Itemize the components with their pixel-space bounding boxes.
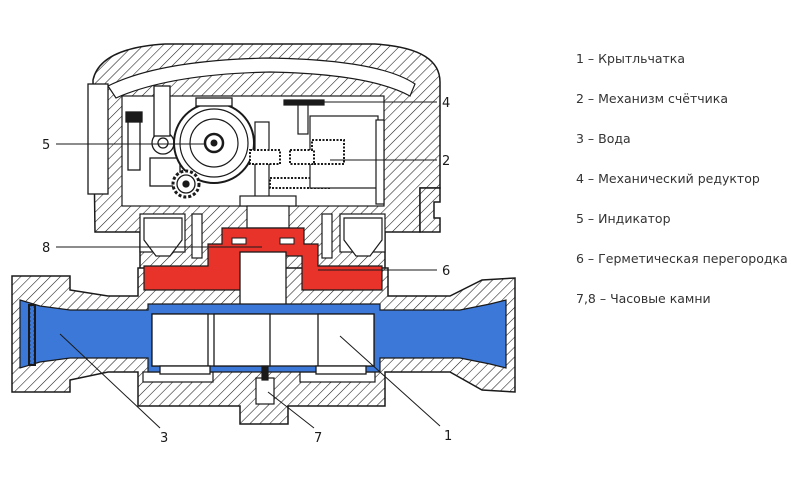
reducer-bottom-bar — [239, 195, 297, 207]
small-gear — [171, 169, 201, 199]
dial-stem — [127, 119, 141, 171]
reducer-gear-a — [249, 149, 281, 165]
small-gear-axle — [182, 180, 190, 188]
bottom-jewel-body — [255, 377, 275, 405]
counter-right-post — [375, 119, 385, 205]
impeller — [151, 313, 375, 375]
right-rod — [321, 213, 333, 259]
impeller-blade-c — [317, 313, 375, 367]
central-spindle — [239, 251, 287, 313]
reducer-stem — [297, 103, 309, 135]
impeller-bottom-b — [315, 365, 367, 375]
legend-item-4: 4 – Механический редуктор — [576, 171, 760, 186]
callout-7: 7 — [314, 431, 322, 446]
callout-8: 8 — [42, 241, 50, 256]
side-lug — [419, 187, 441, 233]
bottom-jewel-tip — [261, 365, 269, 381]
callout-5: 5 — [42, 138, 50, 153]
counter-wheel-b — [289, 149, 315, 165]
legend-item-7: 7,8 – Часовые камни — [576, 291, 711, 306]
impeller-blade-a — [151, 313, 209, 367]
sealed-partition — [143, 227, 383, 291]
left-rod — [191, 213, 203, 259]
bottom-jewel — [255, 365, 275, 405]
callout-2: 2 — [442, 154, 450, 169]
impeller-blade-b — [213, 313, 271, 367]
magnet-carrier — [246, 205, 290, 229]
leader-1 — [339, 335, 441, 427]
inlet-screen-gap — [29, 305, 35, 365]
impeller-bottom-a — [159, 365, 211, 375]
legend-item-5: 5 – Индикатор — [576, 211, 671, 226]
leader-3 — [59, 333, 161, 429]
callout-3: 3 — [160, 431, 168, 446]
callout-6: 6 — [442, 264, 450, 279]
legend-item-2: 2 – Механизм счётчика — [576, 91, 728, 106]
leader-lines — [56, 101, 441, 429]
indicator — [173, 97, 255, 184]
callout-1: 1 — [444, 429, 452, 444]
small-pivot-inner — [157, 137, 169, 149]
partition-cup-right — [279, 237, 295, 245]
dial-stem-top — [125, 111, 143, 123]
leader-7 — [267, 391, 315, 429]
legend-item-3: 3 – Вода — [576, 131, 631, 146]
left-dial-plate — [87, 83, 109, 195]
gear-train — [239, 99, 385, 229]
right-holder — [343, 217, 383, 257]
top-ring-cavity — [107, 57, 416, 99]
counter-stack — [153, 85, 171, 137]
callout-4: 4 — [442, 96, 450, 111]
indicator-center — [210, 139, 218, 147]
legend-item-6: 6 – Герметическая перегородка — [576, 251, 788, 266]
partition-cup-left — [231, 237, 247, 245]
legend-item-1: 1 – Крытльчатка — [576, 51, 686, 66]
legend-list: 1 – Крытльчатка 2 – Механизм счётчика 3 … — [576, 50, 788, 330]
callout-numbers: 5 4 2 8 6 3 7 1 — [42, 96, 452, 446]
indicator-cap — [195, 97, 233, 107]
